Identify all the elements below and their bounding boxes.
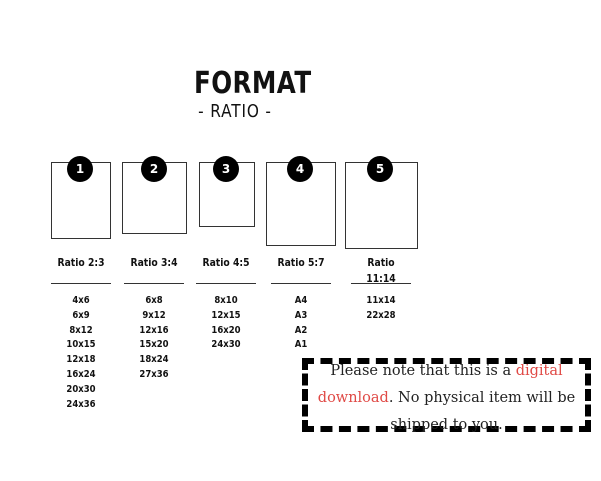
size-item: 12x15 — [211, 309, 241, 321]
size-list: 11x14 22x28 — [347, 294, 415, 324]
column-ratio-3-4: Ratio 3:4 6x8 9x12 12x16 15x20 18x24 27x… — [121, 255, 187, 383]
size-item: 16x20 — [211, 324, 241, 336]
size-item: 8x12 — [69, 324, 93, 336]
notice-box — [302, 358, 591, 432]
ratio-label: Ratio 2:3 — [57, 257, 105, 269]
page-title: FORMAT — [194, 66, 312, 101]
divider — [271, 283, 331, 284]
size-item: 12x16 — [139, 324, 169, 336]
size-list: 8x10 12x15 16x20 24x30 — [193, 294, 259, 353]
divider — [196, 283, 256, 284]
badge-4: 4 — [287, 156, 313, 182]
size-item: 10x15 — [66, 339, 96, 351]
badge-1: 1 — [67, 156, 93, 182]
notice-highlight-download: download — [317, 390, 389, 406]
notice-text-before: Please note that this is a — [330, 363, 516, 379]
page-subtitle: - RATIO - — [198, 101, 272, 122]
size-item: 6x8 — [145, 295, 163, 306]
size-item: 24x30 — [211, 339, 241, 351]
divider — [51, 283, 111, 284]
size-item: 16x24 — [66, 368, 96, 380]
size-item: A1 — [294, 339, 308, 351]
column-ratio-5-7: Ratio 5:7 A4 A3 A2 A1 — [268, 255, 334, 353]
column-ratio-11-14: Ratio 11:14 11x14 22x28 — [347, 255, 415, 324]
size-item: 18x24 — [139, 354, 169, 366]
size-item: A2 — [294, 324, 308, 336]
size-item: A4 — [294, 295, 308, 306]
badge-5: 5 — [367, 156, 393, 182]
notice-text: Please note that this is a digital downl… — [302, 356, 591, 439]
ratio-label: Ratio 5:7 — [277, 257, 325, 269]
size-item: 8x10 — [214, 295, 238, 306]
frame-ratio-11-14 — [345, 162, 418, 249]
ratio-label: Ratio 3:4 — [130, 257, 178, 269]
ratio-label: Ratio 4:5 — [202, 257, 250, 269]
size-list: 6x8 9x12 12x16 15x20 18x24 27x36 — [121, 294, 187, 383]
divider — [124, 283, 184, 284]
column-ratio-4-5: Ratio 4:5 8x10 12x15 16x20 24x30 — [193, 255, 259, 353]
size-item: 6x9 — [72, 309, 90, 321]
size-item: 4x6 — [72, 295, 90, 306]
size-item: 22x28 — [366, 309, 396, 321]
badge-2: 2 — [141, 156, 167, 182]
size-item: A3 — [294, 309, 308, 321]
badge-3: 3 — [213, 156, 239, 182]
size-item: 20x30 — [66, 383, 96, 395]
size-item: 9x12 — [142, 309, 166, 321]
divider — [351, 283, 411, 284]
size-item: 11x14 — [366, 295, 396, 306]
frame-ratio-5-7 — [266, 162, 336, 246]
size-item: 12x18 — [66, 354, 96, 366]
notice-text-after: . No physical item will be shipped to yo… — [388, 390, 576, 433]
size-item: 24x36 — [66, 398, 96, 410]
size-item: 15x20 — [139, 339, 169, 351]
column-ratio-2-3: Ratio 2:3 4x6 6x9 8x12 10x15 12x18 16x24… — [48, 255, 114, 412]
ratio-label: Ratio 11:14 — [366, 257, 396, 285]
size-list: 4x6 6x9 8x12 10x15 12x18 16x24 20x30 24x… — [48, 294, 114, 412]
size-list: A4 A3 A2 A1 — [268, 294, 334, 353]
notice-highlight-digital: digital — [515, 363, 563, 379]
size-item: 27x36 — [139, 368, 169, 380]
